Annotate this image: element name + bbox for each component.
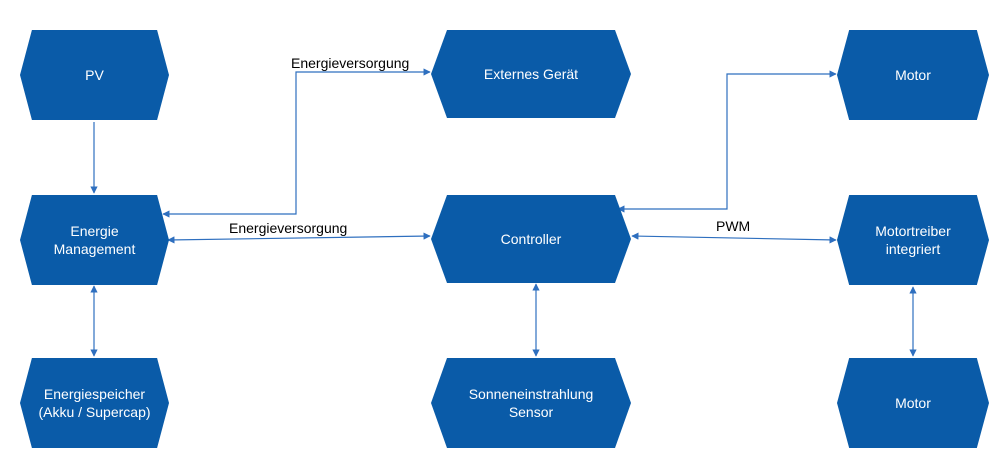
node-controller: Controller — [431, 195, 631, 283]
node-motortreiber: Motortreiber integriert — [837, 195, 989, 285]
edge-energie-management-externes-geraet — [162, 68, 431, 218]
label-energieversorgung-extern: Energieversorgung — [291, 55, 410, 71]
node-motor-top: Motor — [837, 30, 989, 120]
node-energie-management: Energie Management — [20, 195, 169, 285]
edge-energie-management-controller — [167, 232, 431, 244]
label-pwm: PWM — [716, 218, 751, 234]
node-externes-geraet: Externes Gerät — [431, 30, 631, 118]
edge-controller-motortreiber — [631, 232, 837, 244]
label-energieversorgung-controller: Energieversorgung — [229, 220, 348, 236]
node-motor-bottom: Motor — [837, 358, 989, 448]
node-pv: PV — [20, 30, 169, 120]
node-sonnen-sensor: Sonneneinstrahlung Sensor — [431, 358, 631, 448]
node-energiespeicher: Energiespeicher (Akku / Supercap) — [20, 358, 169, 448]
edge-controller-motor-top — [617, 70, 837, 213]
